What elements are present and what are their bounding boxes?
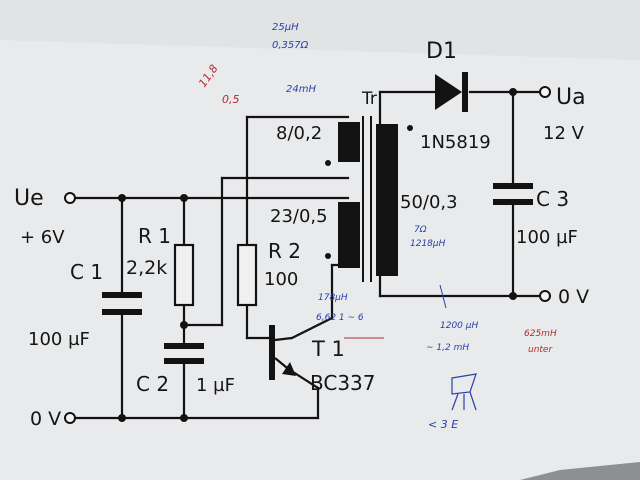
note-7ohm: 7Ω — [414, 225, 427, 235]
terminal-0v-right — [539, 290, 551, 302]
note-25uh: 25µH — [272, 22, 299, 33]
terminal-0v-left — [64, 412, 76, 424]
note-red-05: 0,5 — [222, 93, 240, 106]
terminal-ue — [64, 192, 76, 204]
paper-shading — [0, 0, 640, 60]
label-0v-right: 0 V — [558, 286, 589, 308]
junction-dots — [118, 88, 517, 422]
label-d1: D1 — [426, 39, 457, 64]
label-c1: C 1 — [70, 260, 103, 284]
label-ue: Ue — [14, 186, 44, 211]
label-d1-part: 1N5819 — [420, 132, 491, 153]
label-ua: Ua — [556, 85, 586, 110]
transformer-tr — [325, 116, 413, 282]
label-winding-50-0-3: 50/0,3 — [400, 192, 458, 213]
note-662: 6,62 1 ~ 6 — [316, 313, 364, 323]
winding-23-0-5 — [338, 202, 360, 268]
label-r1-value: 2,2k — [126, 257, 167, 279]
note-178uh: 178µH — [318, 293, 348, 303]
label-t1: T 1 — [311, 337, 345, 361]
resistor-r2 — [236, 243, 258, 307]
capacitor-c2 — [164, 343, 204, 364]
label-winding-8-0-2: 8/0,2 — [276, 123, 322, 144]
note-24mh: 24mH — [286, 84, 316, 95]
note-red-625mh: 625mH — [524, 329, 557, 339]
winding-50-0-3 — [376, 124, 398, 276]
label-0v-left: 0 V — [30, 408, 61, 430]
capacitor-c1 — [102, 292, 142, 315]
terminals — [64, 86, 551, 424]
label-r2: R 2 — [268, 239, 301, 263]
transistor-t1 — [269, 325, 296, 380]
winding-8-0-2 — [338, 122, 360, 162]
label-c1-value: 100 µF — [28, 329, 90, 350]
label-t1-part: BC337 — [310, 371, 376, 395]
label-ue-value: + 6V — [20, 227, 65, 248]
note-12mh: ~ 1,2 mH — [426, 343, 469, 353]
label-winding-23-0-5: 23/0,5 — [270, 206, 328, 227]
label-r2-value: 100 — [264, 269, 298, 290]
blue-pointer — [439, 284, 447, 309]
note-1218uh: 1218µH — [410, 239, 446, 249]
label-c2: C 2 — [136, 372, 169, 396]
label-c2-value: 1 µF — [196, 375, 235, 396]
label-c3: C 3 — [536, 187, 569, 211]
note-c3e: < 3 E — [428, 418, 458, 431]
note-0357ohm: 0,357Ω — [272, 40, 309, 51]
label-c3-value: 100 µF — [516, 227, 578, 248]
note-1200uh: 1200 µH — [440, 321, 478, 331]
diode-d1 — [435, 72, 468, 112]
capacitor-c3 — [493, 183, 533, 205]
terminal-ua — [539, 86, 551, 98]
note-red-unter: unter — [528, 345, 553, 355]
resistor-r1 — [173, 243, 195, 307]
label-tr: Tr — [361, 89, 377, 109]
hand-transistor-sketch — [451, 373, 477, 411]
label-ua-value: 12 V — [543, 123, 585, 144]
label-r1: R 1 — [138, 224, 171, 248]
